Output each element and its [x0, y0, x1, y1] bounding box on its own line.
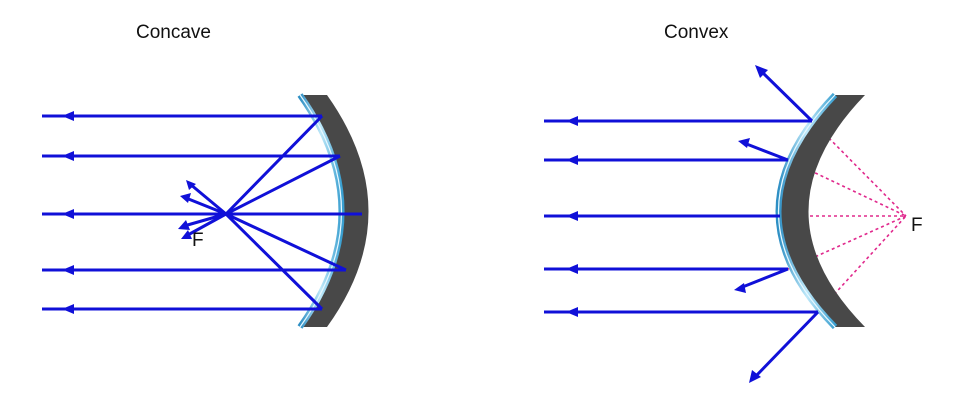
convex-virtual-ray-1: [811, 120, 907, 217]
convex-mirror-backing: [778, 95, 865, 327]
convex-virtual-ray-5: [817, 215, 907, 313]
concave-incident-arrowheads: [62, 111, 74, 314]
convex-arrowhead-1: [566, 116, 578, 126]
concave-incident-rays: [42, 114, 362, 311]
convex-arrowhead-2: [566, 155, 578, 165]
concave-div-arrow-5: [178, 220, 190, 230]
concave-reflected-ray-5: [224, 212, 324, 311]
convex-reflected-ray-2: [743, 141, 789, 162]
convex-title: Convex: [664, 22, 729, 43]
concave-reflected-rays: [183, 114, 347, 311]
convex-mirror: [775, 92, 865, 330]
convex-reflected-ray-1: [758, 68, 814, 123]
concave-panel: F: [42, 93, 369, 329]
convex-virtual-ray-2: [787, 159, 907, 217]
concave-diverging-ray-5: [183, 212, 227, 228]
convex-reflected-ray-5: [752, 310, 820, 380]
convex-arrowhead-5: [566, 307, 578, 317]
concave-diverging-ray-4: [189, 182, 227, 216]
convex-refl-arrow-1: [755, 65, 768, 78]
concave-div-arrow-2: [180, 193, 191, 203]
concave-diverging-ray-1: [185, 212, 227, 238]
concave-diverging-arrowheads: [178, 180, 196, 239]
concave-arrowhead-4: [62, 265, 74, 275]
concave-arrowhead-2: [62, 151, 74, 161]
concave-div-arrow-1: [181, 230, 192, 239]
concave-diverging-ray-2: [185, 196, 227, 216]
concave-reflected-ray-2: [225, 154, 341, 216]
convex-incident-rays: [544, 119, 818, 314]
concave-reflected-ray-1: [224, 114, 324, 216]
concave-title: Concave: [136, 22, 211, 43]
concave-div-arrow-4: [186, 180, 196, 190]
concave-arrowhead-5: [62, 304, 74, 314]
convex-refl-arrow-2: [738, 138, 750, 148]
convex-reflected-ray-4: [739, 267, 789, 290]
convex-refl-arrow-4: [734, 283, 746, 293]
concave-reflected-ray-4: [225, 212, 347, 272]
concave-focus-label: F: [192, 230, 204, 251]
convex-incident-arrowheads: [566, 116, 578, 317]
convex-reflected-rays: [739, 68, 820, 380]
convex-reflected-arrowheads: [734, 65, 768, 383]
concave-arrowhead-1: [62, 111, 74, 121]
concave-mirror: [297, 93, 369, 329]
concave-arrowhead-3: [62, 209, 74, 219]
concave-mirror-backing: [300, 95, 369, 327]
convex-panel: F: [544, 65, 923, 383]
convex-arrowhead-4: [566, 264, 578, 274]
convex-focus-label: F: [911, 215, 923, 236]
convex-arrowhead-3: [566, 211, 578, 221]
convex-refl-arrow-5: [749, 370, 761, 383]
